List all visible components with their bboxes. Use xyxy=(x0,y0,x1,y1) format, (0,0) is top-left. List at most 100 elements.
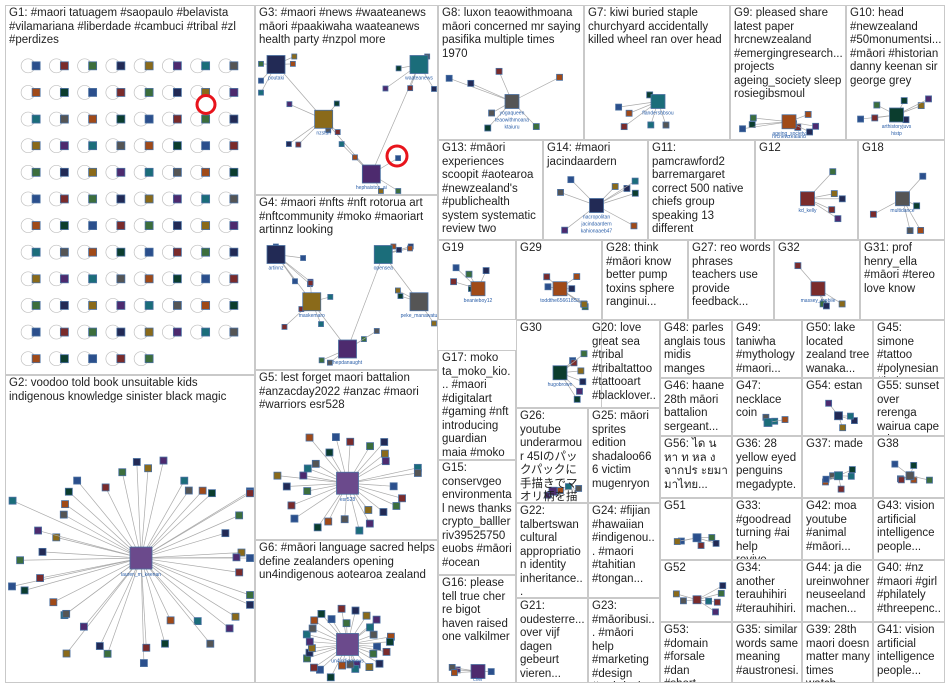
vertex[interactable] xyxy=(570,359,578,367)
hub-vertex[interactable] xyxy=(889,107,904,123)
vertex[interactable] xyxy=(144,61,154,71)
vertex[interactable] xyxy=(116,61,126,71)
vertex[interactable] xyxy=(719,582,727,590)
vertex[interactable] xyxy=(781,416,789,423)
vertex[interactable] xyxy=(88,301,98,310)
vertex[interactable] xyxy=(575,485,583,492)
vertex[interactable] xyxy=(311,459,320,468)
vertex[interactable] xyxy=(31,354,41,364)
vertex[interactable] xyxy=(395,65,402,72)
vertex[interactable] xyxy=(397,293,404,299)
vertex[interactable] xyxy=(229,274,239,284)
vertex[interactable] xyxy=(172,88,182,97)
vertex[interactable] xyxy=(258,77,264,84)
vertex[interactable] xyxy=(351,606,360,615)
vertex[interactable] xyxy=(326,673,335,682)
vertex[interactable] xyxy=(62,609,71,618)
vertex[interactable] xyxy=(31,274,41,284)
vertex[interactable] xyxy=(543,273,551,281)
vertex[interactable] xyxy=(324,517,333,526)
vertex[interactable] xyxy=(229,61,239,71)
vertex[interactable] xyxy=(229,221,239,230)
vertex[interactable] xyxy=(116,301,126,310)
vertex[interactable] xyxy=(305,637,314,646)
vertex[interactable] xyxy=(580,300,588,308)
vertex[interactable] xyxy=(381,457,390,466)
vertex[interactable] xyxy=(822,475,830,483)
vertex[interactable] xyxy=(144,194,154,204)
vertex[interactable] xyxy=(231,612,240,621)
vertex[interactable] xyxy=(229,141,239,151)
vertex[interactable] xyxy=(305,433,314,442)
vertex[interactable] xyxy=(229,301,239,310)
vertex[interactable] xyxy=(900,97,908,105)
hub-vertex[interactable] xyxy=(373,245,393,264)
vertex[interactable] xyxy=(308,624,317,633)
hub-vertex[interactable] xyxy=(470,281,486,297)
vertex[interactable] xyxy=(31,301,41,310)
vertex[interactable] xyxy=(579,378,587,386)
vertex[interactable] xyxy=(144,327,154,337)
vertex[interactable] xyxy=(355,526,364,535)
vertex[interactable] xyxy=(338,661,346,670)
vertex[interactable] xyxy=(31,167,41,177)
hub-vertex[interactable] xyxy=(650,94,666,109)
vertex[interactable] xyxy=(450,278,457,286)
hub-vertex[interactable] xyxy=(470,664,486,679)
vertex[interactable] xyxy=(346,660,355,669)
vertex[interactable] xyxy=(31,61,41,71)
vertex[interactable] xyxy=(289,60,296,67)
vertex[interactable] xyxy=(31,327,41,337)
vertex[interactable] xyxy=(193,617,202,626)
vertex[interactable] xyxy=(620,123,628,131)
vertex[interactable] xyxy=(625,109,633,117)
vertex[interactable] xyxy=(910,462,918,469)
vertex[interactable] xyxy=(225,624,234,633)
vertex[interactable] xyxy=(88,61,98,71)
vertex[interactable] xyxy=(201,167,211,177)
vertex[interactable] xyxy=(847,472,855,480)
vertex[interactable] xyxy=(116,274,126,284)
vertex[interactable] xyxy=(346,437,355,446)
vertex[interactable] xyxy=(16,556,25,565)
hub-vertex[interactable] xyxy=(336,633,359,656)
vertex[interactable] xyxy=(672,590,680,598)
vertex[interactable] xyxy=(287,501,296,510)
vertex[interactable] xyxy=(166,616,175,625)
vertex[interactable] xyxy=(229,194,239,204)
vertex[interactable] xyxy=(897,476,905,484)
vertex[interactable] xyxy=(300,255,306,261)
vertex[interactable] xyxy=(307,644,316,653)
vertex[interactable] xyxy=(52,533,61,542)
hub-vertex[interactable] xyxy=(763,418,773,427)
vertex[interactable] xyxy=(705,597,713,605)
vertex[interactable] xyxy=(180,476,189,485)
vertex[interactable] xyxy=(851,417,858,425)
vertex[interactable] xyxy=(830,190,838,198)
vertex[interactable] xyxy=(118,468,127,477)
vertex[interactable] xyxy=(142,643,151,652)
vertex[interactable] xyxy=(431,86,437,92)
vertex[interactable] xyxy=(567,176,575,184)
vertex[interactable] xyxy=(919,172,927,180)
vertex[interactable] xyxy=(172,274,182,284)
vertex[interactable] xyxy=(206,639,215,648)
vertex[interactable] xyxy=(389,482,398,491)
vertex[interactable] xyxy=(8,496,17,505)
vertex[interactable] xyxy=(829,168,837,176)
vertex[interactable] xyxy=(73,476,82,485)
vertex[interactable] xyxy=(713,598,721,606)
vertex[interactable] xyxy=(144,464,153,473)
vertex[interactable] xyxy=(332,433,340,441)
vertex[interactable] xyxy=(838,300,846,308)
hub-vertex[interactable] xyxy=(810,281,826,297)
vertex[interactable] xyxy=(573,395,581,403)
vertex[interactable] xyxy=(235,568,244,577)
vertex[interactable] xyxy=(913,202,921,210)
vertex[interactable] xyxy=(8,582,16,591)
vertex[interactable] xyxy=(229,167,239,177)
vertex[interactable] xyxy=(857,115,864,123)
vertex[interactable] xyxy=(59,221,69,230)
vertex[interactable] xyxy=(373,642,381,651)
hub-vertex[interactable] xyxy=(409,55,429,74)
